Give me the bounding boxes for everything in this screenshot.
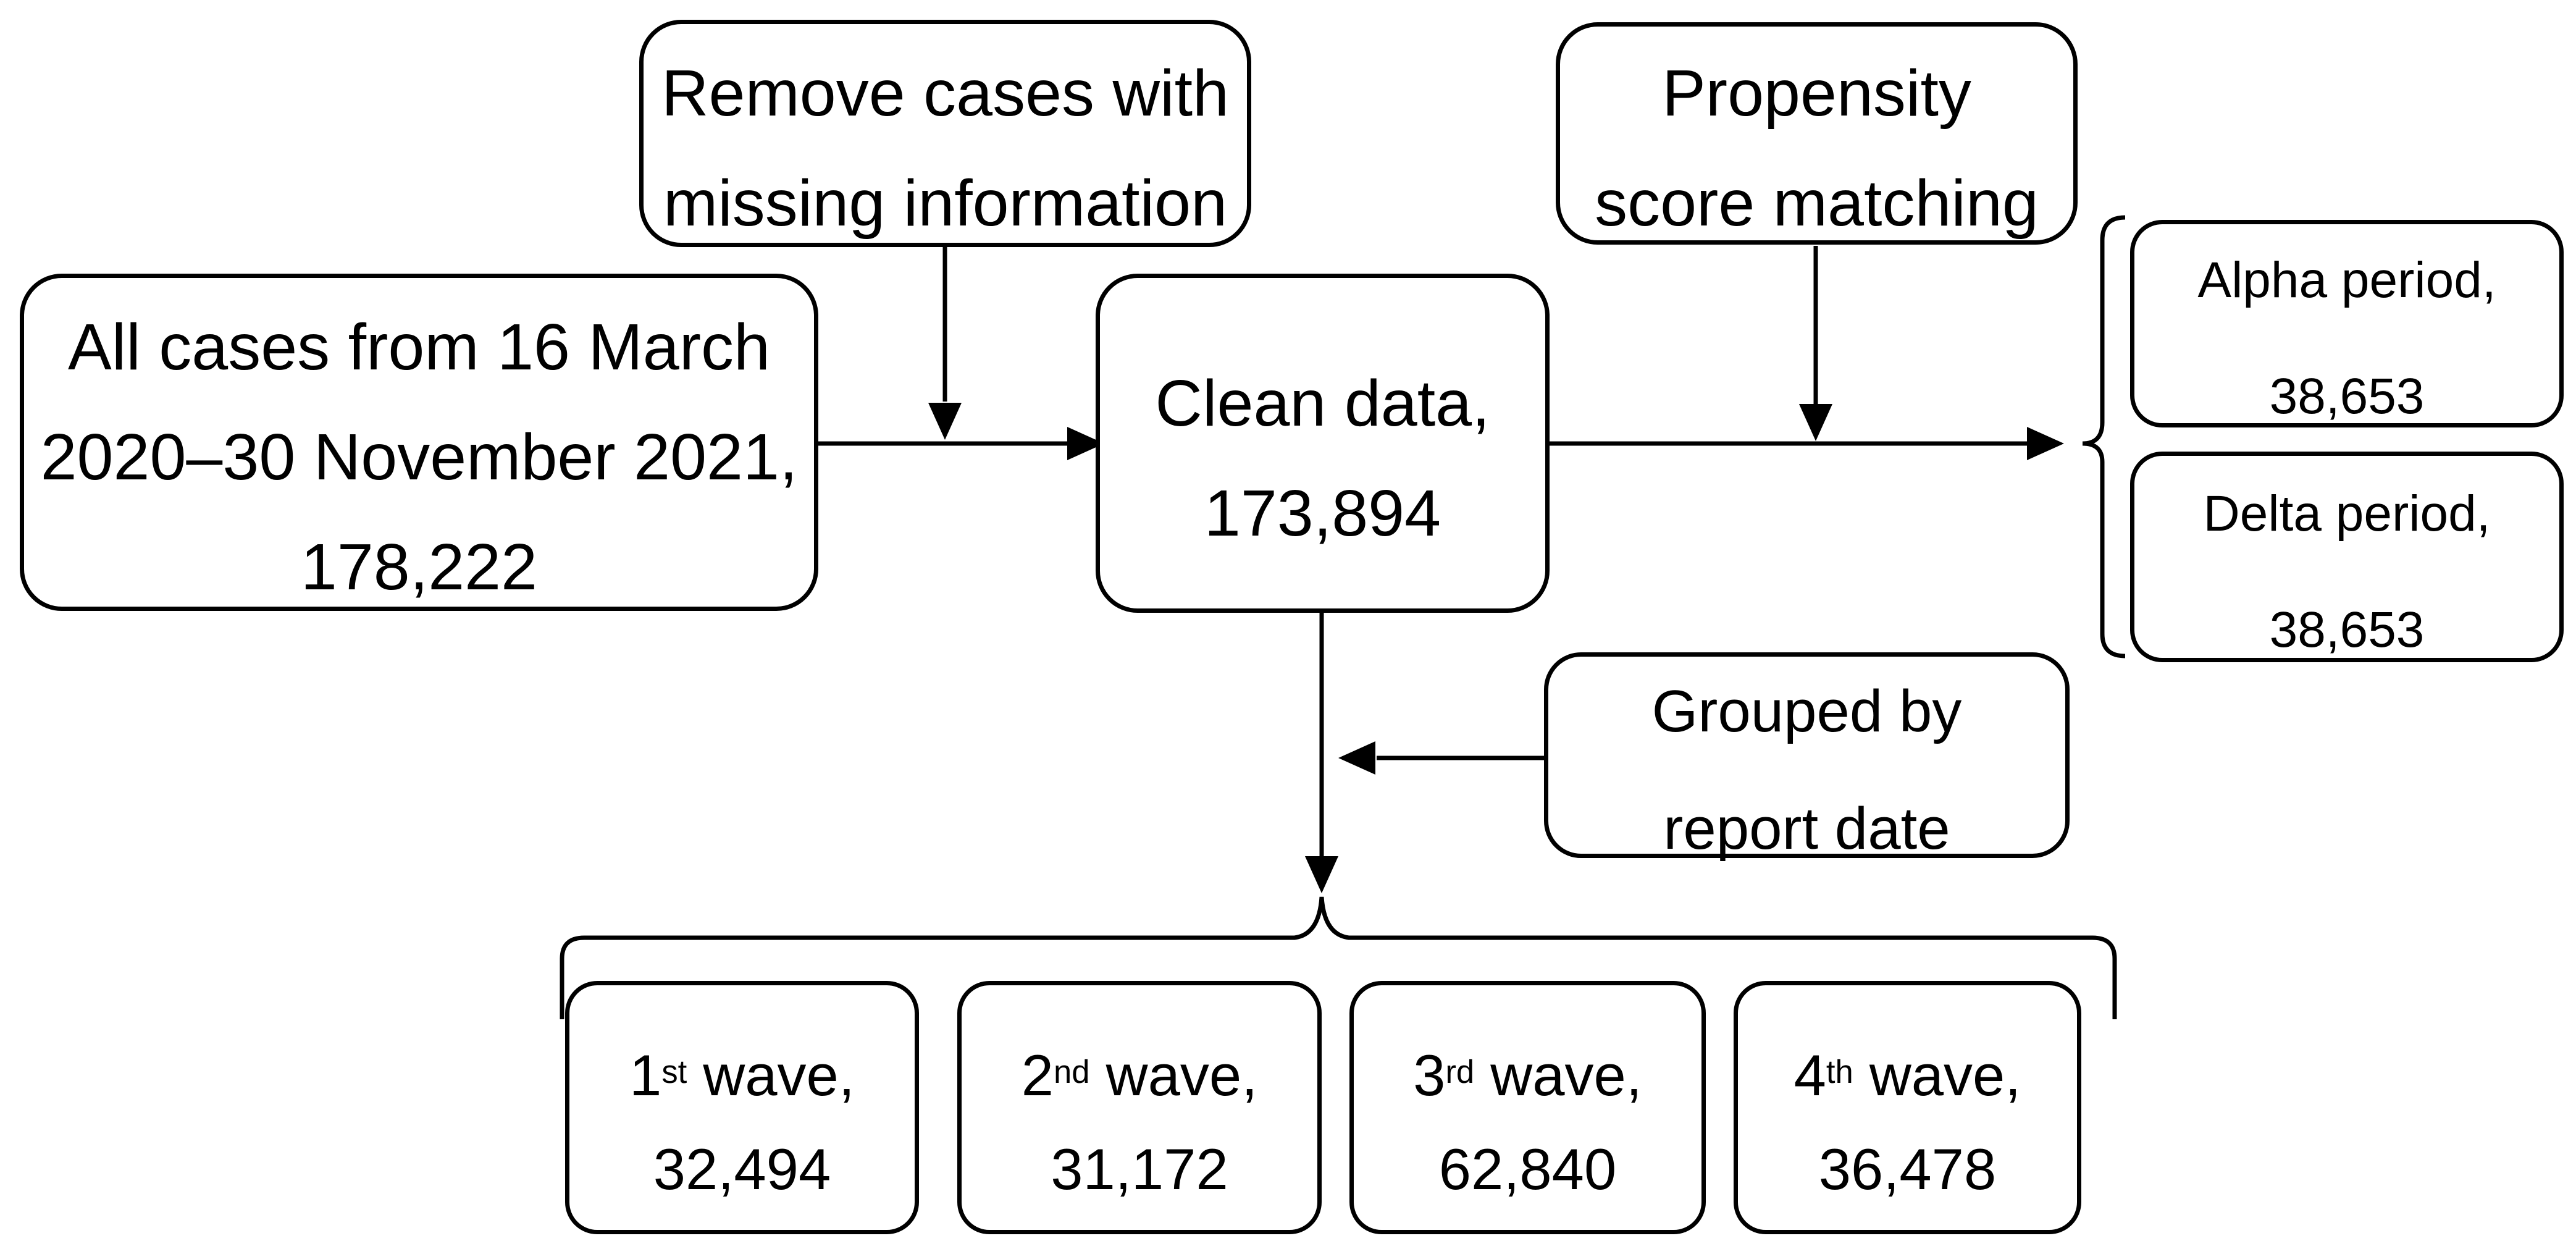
wave-count: 31,172 bbox=[1051, 1137, 1228, 1201]
arrowhead-propensity-to-flow bbox=[1799, 404, 1832, 441]
node-grouped-by: Grouped by report date bbox=[1544, 652, 2070, 862]
node-text-line: Grouped by bbox=[1651, 678, 1962, 744]
wave-ordinal-suffix: th bbox=[1826, 1054, 1853, 1090]
arrowhead-cleandata-to-periods bbox=[2027, 427, 2064, 460]
wave-ordinal: 4 bbox=[1794, 1043, 1826, 1108]
node-text-line: Alpha period, bbox=[2197, 252, 2496, 308]
brace-waves bbox=[560, 896, 2117, 1019]
wave-ordinal-line: 2nd wave, bbox=[962, 1029, 1317, 1122]
node-text-line: 38,653 bbox=[2269, 601, 2425, 658]
node-text-line: All cases from 16 March bbox=[68, 311, 770, 384]
wave-ordinal-line: 1st wave, bbox=[569, 1029, 915, 1122]
node-text-line: report date bbox=[1663, 795, 1950, 862]
node-wave-4: 4th wave, 36,478 bbox=[1734, 981, 2081, 1234]
arrowhead-allcases-to-cleandata bbox=[1067, 427, 1104, 460]
wave-ordinal-line: 3rd wave, bbox=[1354, 1029, 1701, 1122]
node-clean-data: Clean data, 173,894 bbox=[1096, 274, 1550, 613]
node-text-line: 173,894 bbox=[1204, 476, 1441, 550]
arrowhead-remove-to-flow bbox=[928, 403, 962, 440]
node-remove-missing: Remove cases with missing information bbox=[639, 20, 1251, 247]
wave-count: 62,840 bbox=[1438, 1137, 1617, 1201]
node-wave-2: 2nd wave, 31,172 bbox=[957, 981, 1322, 1234]
wave-ordinal-suffix: rd bbox=[1445, 1054, 1475, 1090]
arrowhead-cleandata-to-waves bbox=[1305, 856, 1338, 893]
node-delta-period: Delta period, 38,653 bbox=[2130, 452, 2564, 662]
node-text-line: missing information bbox=[663, 167, 1228, 240]
wave-label: wave, bbox=[1853, 1043, 2021, 1108]
wave-count: 32,494 bbox=[653, 1137, 831, 1201]
node-propensity: Propensity score matching bbox=[1556, 22, 2078, 245]
node-text-line: Propensity bbox=[1662, 57, 1971, 130]
wave-ordinal-suffix: st bbox=[661, 1054, 687, 1090]
wave-label: wave, bbox=[687, 1043, 855, 1108]
node-wave-1: 1st wave, 32,494 bbox=[565, 981, 919, 1234]
wave-label: wave, bbox=[1474, 1043, 1642, 1108]
node-text-line: Delta period, bbox=[2203, 485, 2491, 542]
node-text-line: score matching bbox=[1595, 167, 2039, 240]
wave-ordinal: 1 bbox=[629, 1043, 662, 1108]
wave-count: 36,478 bbox=[1818, 1137, 1997, 1201]
wave-ordinal-line: 4th wave, bbox=[1738, 1029, 2077, 1122]
wave-ordinal: 3 bbox=[1413, 1043, 1446, 1108]
brace-periods bbox=[2082, 215, 2126, 659]
node-text-line: 2020–30 November 2021, bbox=[40, 421, 798, 494]
node-text-line: 38,653 bbox=[2269, 368, 2425, 424]
node-all-cases: All cases from 16 March 2020–30 November… bbox=[20, 274, 818, 611]
node-text-line: Clean data, bbox=[1155, 366, 1490, 440]
arrowhead-grouped-to-flow bbox=[1338, 741, 1375, 775]
node-text-line: Remove cases with bbox=[661, 57, 1229, 130]
node-text-line: 178,222 bbox=[300, 531, 538, 604]
wave-label: wave, bbox=[1089, 1043, 1258, 1108]
node-wave-3: 3rd wave, 62,840 bbox=[1349, 981, 1706, 1234]
node-alpha-period: Alpha period, 38,653 bbox=[2130, 220, 2564, 427]
wave-ordinal-suffix: nd bbox=[1054, 1054, 1090, 1090]
wave-ordinal: 2 bbox=[1021, 1043, 1054, 1108]
